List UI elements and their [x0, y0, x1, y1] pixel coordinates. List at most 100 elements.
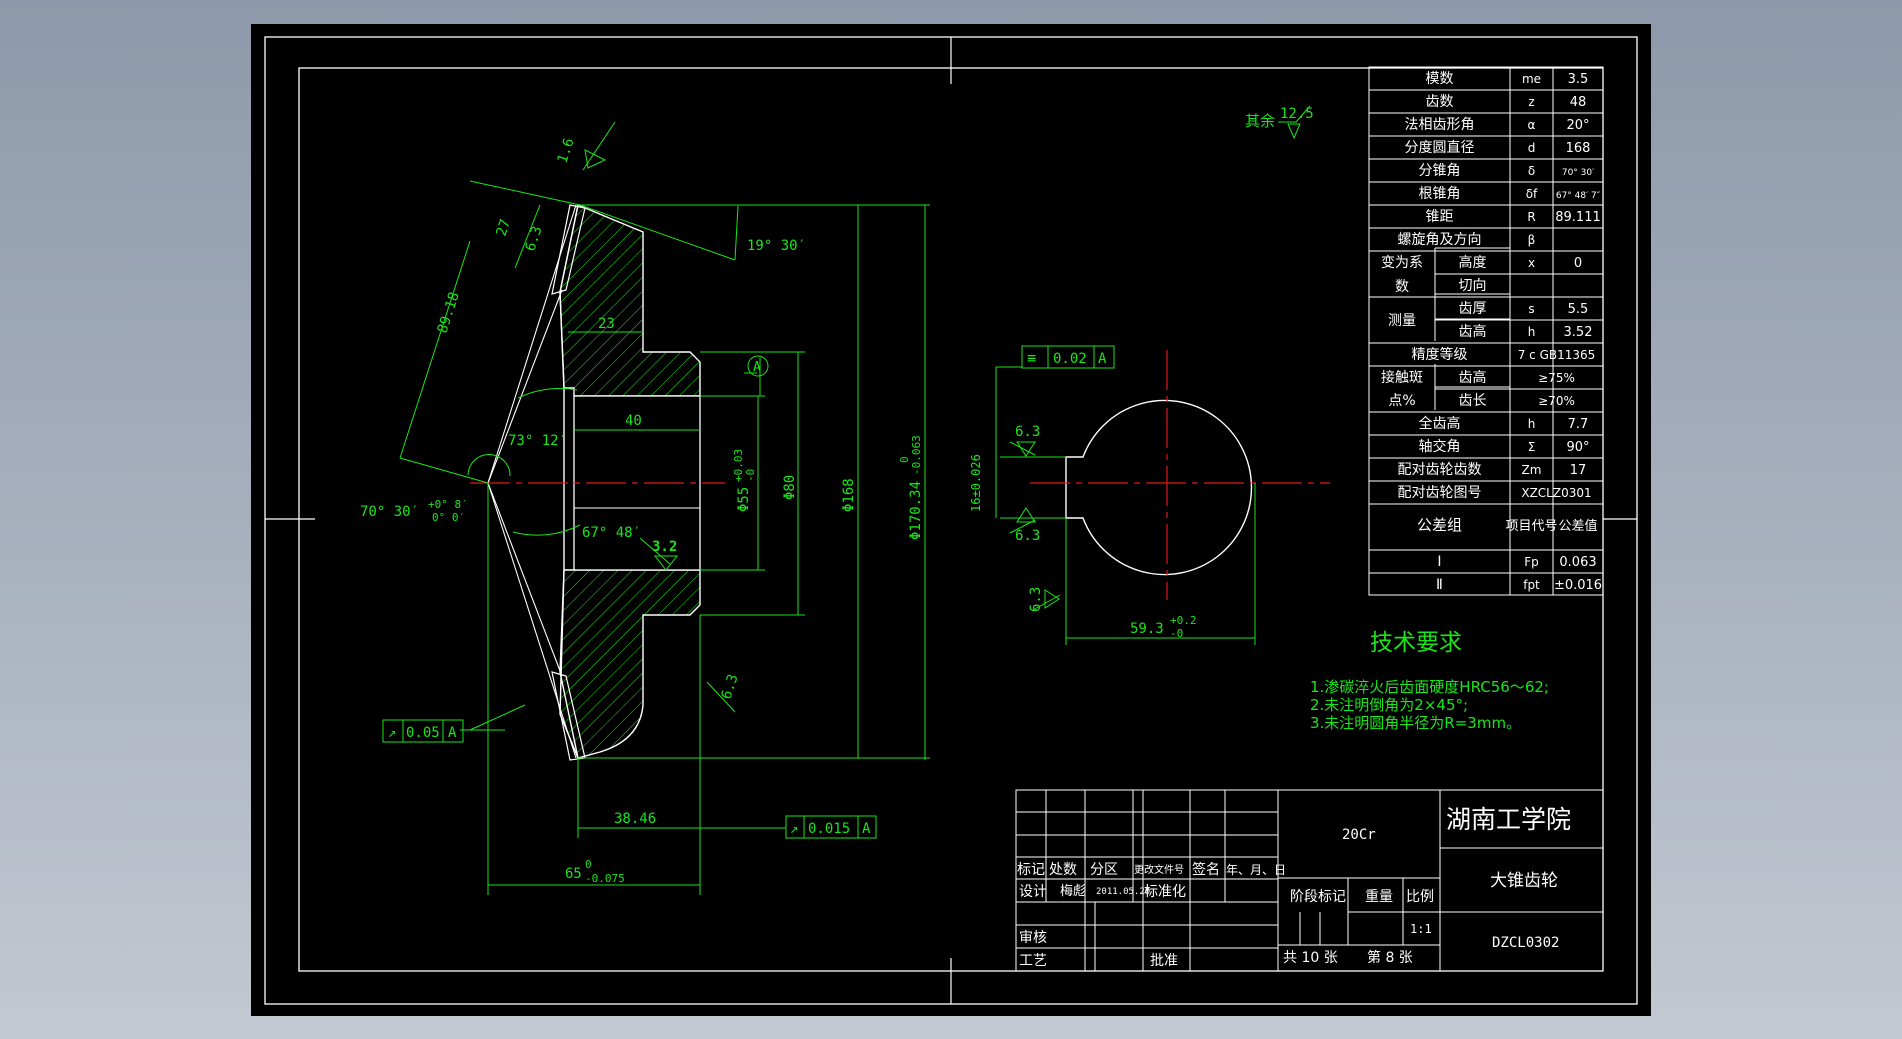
datum-a-marker: A — [747, 355, 769, 377]
table-cell: Zm — [1522, 463, 1542, 477]
part-name: 大锥齿轮 — [1490, 871, 1558, 891]
param-symbol: z — [1528, 95, 1534, 109]
table-cell: 轴交角 — [1419, 438, 1461, 455]
requirements-title: 技术要求 — [1370, 630, 1462, 656]
table-cell: 0.063 — [1559, 555, 1596, 570]
table-cell: 切向 — [1459, 278, 1487, 294]
param-symbol: α — [1528, 118, 1536, 132]
gear-parameter-table — [1368, 66, 1604, 596]
table-cell: 高度 — [1459, 254, 1487, 271]
svg-text:0.05: 0.05 — [406, 725, 440, 741]
svg-text:2011.05.20: 2011.05.20 — [1096, 887, 1150, 897]
table-cell: 齿高 — [1459, 369, 1487, 386]
requirement-3: 3.未注明圆角半径为R=3mm。 — [1310, 714, 1521, 732]
bore-with-keyway — [1065, 399, 1253, 576]
runout-frame-0015: ↗ 0.015 A — [785, 815, 877, 839]
dim-70-30-tol-low: 0° 0′ — [432, 511, 465, 524]
keyway-roughness-top: 6.3 — [1015, 424, 1040, 440]
param-name: 模数 — [1426, 71, 1454, 87]
dim-59-3-label: 59.3 — [1130, 621, 1164, 637]
roughness-symbol-icon — [584, 149, 607, 169]
gear-section-view — [470, 204, 725, 761]
gear-dimensions — [399, 121, 930, 895]
table-cell: 公差值 — [1558, 518, 1597, 534]
table-cell: 齿厚 — [1459, 301, 1487, 317]
table-cell: 变为系 — [1381, 255, 1423, 271]
runout-frame-005: ↗ 0.05 A — [382, 719, 464, 743]
table-cell: fpt — [1523, 578, 1540, 592]
param-symbol: δ — [1528, 164, 1535, 178]
dim-phi55-tol-up: +0.03 — [732, 449, 745, 482]
dim-16-label: 16±0.026 — [969, 454, 983, 512]
dim-phi80-label: Φ80 — [782, 475, 798, 500]
dim-65-label: 65 — [565, 866, 582, 882]
symmetry-frame: ≡ 0.02 A — [1021, 345, 1115, 369]
svg-text:A: A — [1098, 351, 1107, 367]
requirement-1: 1.渗碳淬火后齿面硬度HRC56～62; — [1310, 678, 1549, 696]
param-name: 锥距 — [1426, 209, 1454, 225]
keyway-dimensions — [995, 366, 1256, 645]
dim-23-label: 23 — [598, 316, 615, 332]
dim-70-30-tol-up: +0° 8′ — [428, 498, 468, 511]
table-cell: ≥70% — [1538, 394, 1575, 408]
parameter-grid-lines — [1369, 89, 1603, 595]
param-name: 根锥角 — [1419, 186, 1461, 202]
param-symbol: δf — [1526, 187, 1538, 201]
drawing-number: DZCL0302 — [1492, 935, 1559, 951]
svg-text:重量: 重量 — [1365, 889, 1393, 905]
runout-icon: ↗ — [388, 725, 396, 741]
svg-text:批准: 批准 — [1150, 953, 1178, 969]
school-name: 湖南工学院 — [1446, 805, 1571, 834]
dim-19-30-label: 19° 30′ — [747, 238, 806, 254]
param-symbol: β — [1528, 233, 1536, 247]
dim-phi55-label: Φ55 — [736, 487, 752, 512]
svg-text:共 10 张: 共 10 张 — [1283, 950, 1338, 966]
drawing-sheet — [251, 24, 1651, 1016]
dim-73-12-label: 73° 12′ — [508, 433, 567, 449]
dim-phi168-label: Φ168 — [841, 478, 857, 512]
gear-dimension-labels: 1.6 27 6.3 89.18 19° 30′ 23 40 73° 12′ 7… — [360, 136, 924, 885]
table-cell: 配对齿轮齿数 — [1398, 462, 1482, 478]
param-name: 螺旋角及方向 — [1398, 232, 1482, 248]
keyway-roughness-side: 6.3 — [1028, 587, 1044, 612]
table-cell: ±0.016 — [1554, 578, 1602, 593]
table-cell: 项目代号 — [1505, 519, 1557, 534]
table-cell: x — [1528, 256, 1535, 270]
symmetry-icon: ≡ — [1027, 349, 1036, 367]
param-value: 89.111 — [1555, 210, 1601, 225]
svg-text:A: A — [448, 725, 457, 741]
table-cell: 全齿高 — [1419, 415, 1461, 432]
dim-65-tol-up: 0 — [585, 858, 592, 871]
hub-keyway-view — [1030, 350, 1330, 600]
table-cell: h — [1528, 325, 1536, 339]
table-cell: 配对齿轮图号 — [1398, 485, 1482, 501]
title-block — [1015, 789, 1604, 972]
table-cell: 测量 — [1388, 313, 1416, 329]
param-value: 20° — [1566, 118, 1589, 133]
svg-text:A: A — [753, 360, 761, 375]
svg-text:0.02: 0.02 — [1053, 351, 1087, 367]
svg-text:更改文件号: 更改文件号 — [1134, 863, 1184, 876]
param-symbol: me — [1522, 72, 1541, 86]
table-cell: 0 — [1574, 256, 1582, 271]
dim-phi170-label: Φ170.34 — [908, 481, 924, 540]
param-name: 法相齿形角 — [1405, 117, 1475, 133]
svg-text:工艺: 工艺 — [1019, 953, 1047, 969]
table-cell: 5.5 — [1568, 302, 1589, 317]
table-cell: Fp — [1524, 555, 1539, 569]
svg-text:0.015: 0.015 — [808, 821, 850, 837]
cone-line-1 — [487, 204, 577, 484]
cone-line-2 — [487, 289, 563, 484]
table-cell: 公差组 — [1417, 516, 1462, 534]
roughness-6-3-top: 6.3 — [523, 224, 546, 253]
table-cell: 接触斑 — [1381, 369, 1423, 386]
table-cell: Σ — [1528, 440, 1536, 454]
table-cell: 7.7 — [1568, 417, 1589, 432]
table-cell: Ⅱ — [1436, 577, 1443, 593]
dim-phi170-tol-low: -0.063 — [910, 435, 923, 475]
dim-65-tol-low: -0.075 — [585, 872, 625, 885]
svg-text:第 8 张: 第 8 张 — [1367, 949, 1413, 966]
dim-40-label: 40 — [625, 413, 642, 429]
